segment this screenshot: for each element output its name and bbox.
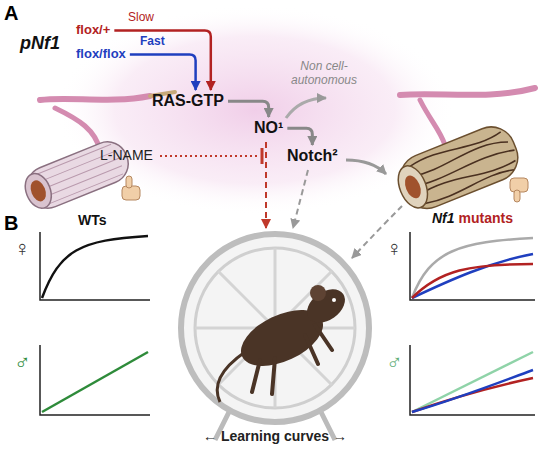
drawing-rect	[514, 190, 520, 202]
red-dashed-arrow	[265, 142, 267, 228]
healthy-nerve	[19, 92, 175, 215]
text-label: Non cell-autonomous	[276, 60, 372, 88]
drawing-rect	[122, 186, 140, 200]
drawing-ellipse	[20, 170, 56, 212]
drawing-path	[412, 352, 533, 412]
drawing-path	[55, 108, 100, 150]
text-label: A	[4, 2, 18, 25]
node-text: flox/flox	[76, 47, 126, 62]
drawing-path	[412, 238, 533, 298]
drawing-line	[218, 271, 268, 321]
text-label: Nf1	[432, 210, 455, 226]
drawing-rect	[393, 120, 525, 216]
node-text: flox/+	[76, 23, 110, 38]
connector-arrow	[287, 128, 312, 145]
thumb-down	[510, 178, 528, 202]
text-label: B	[4, 212, 18, 235]
drawing-circle	[310, 285, 326, 301]
thumb-up	[122, 176, 140, 200]
text-label: ♀	[386, 236, 403, 261]
text-label: mutants	[459, 210, 513, 226]
drawing-path	[420, 100, 445, 145]
text-label: pNf1	[20, 33, 60, 54]
text-label: ← Learning curves →	[203, 428, 347, 444]
mouse	[217, 282, 351, 402]
drawing-rect	[510, 178, 528, 192]
text-label: L-NAME	[100, 147, 153, 163]
text-label: WTs	[78, 212, 107, 228]
drawing-path	[410, 345, 535, 415]
connector-arrow	[130, 54, 196, 90]
connector-arrow	[114, 30, 210, 90]
node-text: RAS-GTP	[152, 92, 224, 110]
drawing-path	[217, 352, 245, 402]
drawing-path	[252, 325, 332, 394]
text-label: ♂	[386, 350, 403, 375]
pathway-node: flox/+	[74, 22, 112, 39]
drawing-path	[40, 345, 150, 415]
drawing-path	[42, 236, 148, 298]
drawing-ellipse	[301, 282, 351, 329]
connector-arrow	[228, 101, 269, 117]
drawing-path	[400, 88, 535, 95]
drawing-ellipse	[393, 162, 434, 213]
damaged-nerve	[390, 88, 535, 217]
drawing-path	[412, 370, 533, 412]
inhibition-line	[160, 155, 258, 157]
pathway-node: Notch²	[285, 146, 340, 166]
drawing-path	[412, 264, 533, 298]
node-text: Notch²	[287, 147, 338, 165]
pathway-node: NO¹	[252, 118, 285, 138]
pink-glow	[55, 5, 455, 215]
running-wheel	[181, 234, 369, 440]
drawing-circle	[195, 248, 355, 408]
text-label: Slow	[128, 11, 154, 25]
inhibition-bar	[261, 148, 264, 164]
drawing-path	[412, 254, 533, 298]
non-autonomous-arrow	[286, 98, 326, 118]
drawing-ellipse	[402, 173, 424, 200]
drawing-rect	[126, 176, 132, 188]
drawing-path	[410, 232, 535, 300]
drawing-g	[195, 248, 355, 408]
drawing-path	[42, 352, 148, 412]
grey-dashed-arrow	[293, 170, 308, 228]
drawing-line	[274, 248, 277, 318]
pathway-node: flox/flox	[74, 46, 128, 63]
drawing-path	[40, 232, 150, 300]
text-label: Fast	[140, 35, 165, 49]
node-text: NO¹	[254, 119, 283, 137]
pathway-node: RAS-GTP	[150, 91, 226, 111]
notch-to-nerve-arrow	[346, 160, 386, 174]
drawing-circle	[332, 298, 336, 302]
drawing-g	[390, 120, 525, 217]
text-label: ♂	[14, 350, 31, 375]
text-label: ♀	[14, 236, 31, 261]
drawing-path	[40, 96, 150, 100]
learning-graphs	[40, 232, 535, 415]
drawing-circle	[181, 234, 369, 422]
drawing-ellipse	[28, 178, 49, 204]
